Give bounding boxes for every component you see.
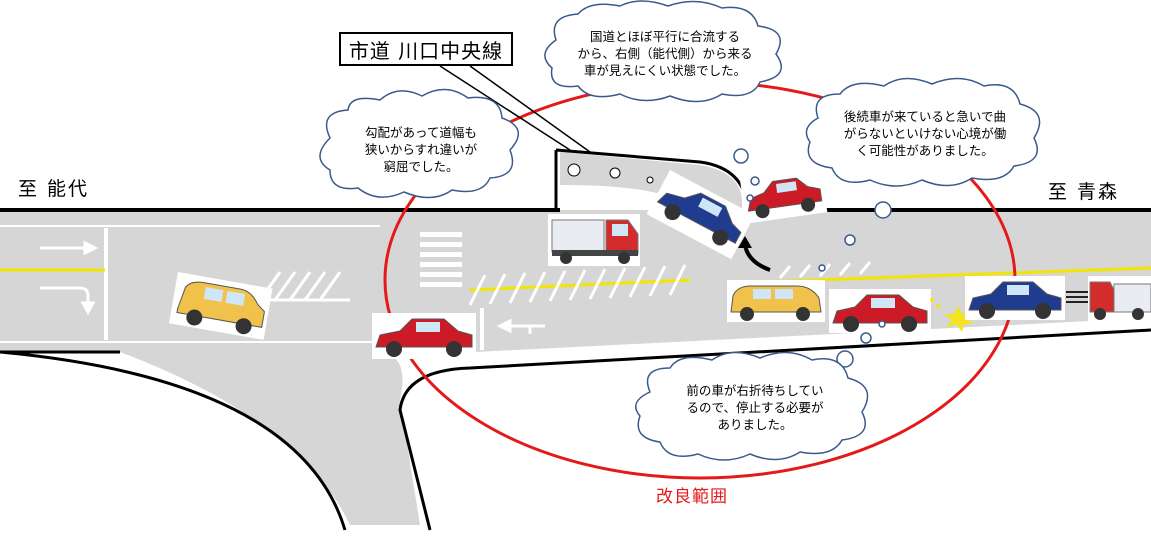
road-edge-branch-right [398,328,1151,531]
bubble-1-line-3: 窮屈でした。 [383,159,459,174]
bubble-4-text: 前の車が右折待ちしてい るので、停止する必要が ありました。 [660,382,850,433]
bubble-3-line-3: く可能性がありました。 [856,143,994,158]
zebra-zone-mid [468,264,687,306]
bubble-2-line-1: 国道とほぼ平行に合流する [589,29,740,44]
motion-lines [1066,291,1088,303]
center-line-right [759,266,1151,284]
bubble-1-line-1: 勾配があって道幅も [365,125,477,140]
bubble-2-line-2: から、右側（能代側）から来る [577,46,753,61]
straight-arrow-icon [40,240,99,256]
bubble-4-line-1: 前の車が右折待ちしてい [686,383,824,398]
right-turn-arrow-icon [40,286,96,316]
destination-right: 至 青森 [1048,181,1120,203]
car-blue-right [965,276,1065,320]
turn-arrow-icon [738,236,771,272]
destination-left: 至 能代 [18,178,90,200]
cloud-bubble-1 [319,88,519,199]
bubble-3-line-2: がらないといけない心境が働 [843,126,1007,141]
bubble-1-line-2: 狭いからすれ違いが [364,142,478,157]
car-blue-turning [646,170,755,260]
improvement-area-label: 改良範囲 [656,487,728,507]
bubble-4-line-3: ありました。 [717,417,793,432]
cloud-bubble-4 [635,351,869,461]
car-yellow-right [727,280,825,322]
car-red-left [372,313,476,359]
yellow-dots [930,298,940,308]
municipal-road-lower [690,210,1151,262]
municipal-road-dots [567,163,654,184]
bubble-3-line-1: 後続車が来ていると急いで曲 [843,109,1007,124]
bubble-1-text: 勾配があって道幅も 狭いからすれ違いが 窮屈でした。 [336,124,506,175]
left-arrow-icon [496,318,545,334]
cloud-bubble-2 [544,0,782,103]
bubble-2-text: 国道とほぼ平行に合流する から、右側（能代側）から来る 車が見えにくい状態でした… [560,28,770,79]
car-yellow-left [168,272,273,340]
thought-dots [733,148,892,368]
branch-road [120,352,420,525]
crosswalk [420,232,462,287]
bubble-3-text: 後続車が来ていると急いで曲 がらないといけない心境が働 く可能性がありました。 [820,108,1030,159]
road-name-pointer [439,65,591,153]
truck-left [548,214,640,266]
center-line-mid [469,278,691,292]
cloud-bubble-3 [805,77,1041,187]
car-red-municipal [740,168,828,224]
road-edge-branch-left [0,350,347,531]
bubble-4-line-2: るので、停止する必要が [686,400,824,415]
bubble-2-line-3: 車が見えにくい状態でした。 [583,63,747,78]
road-name-label: 市道 川口中央線 [339,32,513,66]
truck-right [1088,276,1151,322]
